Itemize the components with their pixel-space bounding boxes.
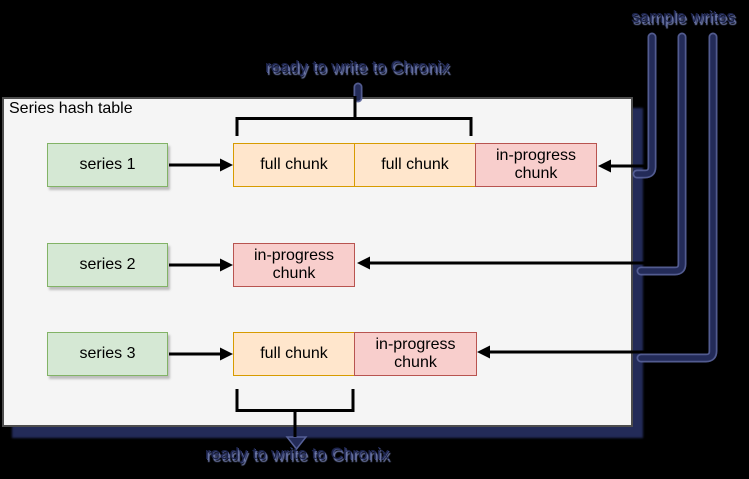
ready-to-write-bottom-label: ready to write to Chronix	[204, 444, 390, 463]
in-progress-chunk-box: in-progress chunk	[354, 332, 477, 376]
ready-to-write-top-label: ready to write to Chronix	[264, 57, 450, 76]
series-3-box: series 3	[47, 332, 168, 376]
full-chunk-box: full chunk	[233, 332, 355, 376]
full-chunk-box: full chunk	[233, 143, 355, 187]
top-bracket	[235, 117, 473, 136]
sample-write-trace-2	[636, 32, 687, 276]
panel-title: Series hash table	[9, 100, 133, 117]
series-2-box: series 2	[47, 243, 168, 287]
incoming-arrow-row-3	[477, 345, 646, 359]
full-chunk-label: full chunk	[260, 344, 328, 362]
series-2-label: series 2	[79, 255, 136, 273]
incoming-arrow-row-1	[598, 159, 646, 173]
bottom-bracket	[235, 389, 355, 412]
series-1-label: series 1	[79, 155, 136, 173]
in-progress-chunk-label: in-progress chunk	[253, 246, 335, 282]
series-1-box: series 1	[47, 143, 168, 187]
sample-write-trace-3	[636, 32, 718, 363]
series-2-arrow	[169, 258, 233, 272]
in-progress-chunk-box: in-progress chunk	[475, 143, 597, 187]
in-progress-chunk-box: in-progress chunk	[233, 243, 355, 287]
series-3-label: series 3	[79, 344, 136, 362]
incoming-arrow-row-2	[357, 256, 646, 270]
full-chunk-box: full chunk	[354, 143, 476, 187]
full-chunk-label: full chunk	[260, 155, 328, 173]
in-progress-chunk-label: in-progress chunk	[375, 335, 456, 371]
sample-writes-label: sample writes	[631, 7, 735, 26]
series-3-arrow	[169, 347, 233, 361]
full-chunk-label: full chunk	[381, 155, 449, 173]
in-progress-chunk-label: in-progress chunk	[495, 146, 577, 182]
series-1-arrow	[169, 158, 233, 172]
sample-write-trace-1	[632, 32, 657, 179]
